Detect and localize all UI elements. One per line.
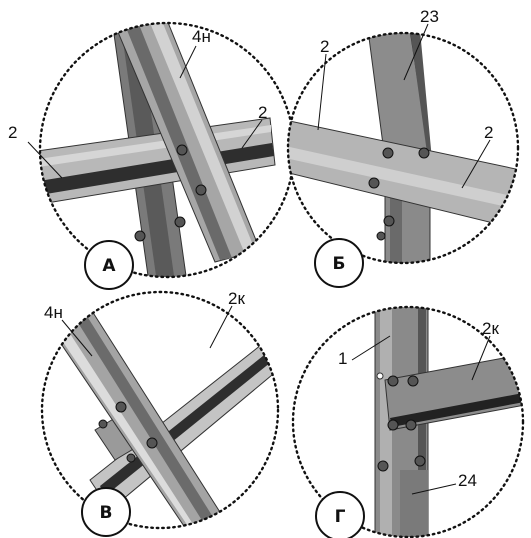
panel-a: 4н 2 2 А bbox=[8, 21, 296, 290]
panel-b-leader-2-right bbox=[461, 139, 491, 189]
panel-a-leader-4n bbox=[179, 45, 197, 79]
panel-g-leader-2k bbox=[471, 335, 491, 381]
panel-v-beams bbox=[44, 299, 278, 528]
panel-v-detail-circle bbox=[40, 290, 280, 530]
panel-a-label-4n: 4н bbox=[192, 27, 211, 46]
panel-g-beams bbox=[374, 307, 523, 537]
panel-v-label-2k: 2к bbox=[228, 289, 245, 308]
panel-v-badge bbox=[81, 487, 131, 537]
panel-a-leader-2-left bbox=[27, 141, 63, 179]
panel-b-label-23: 23 bbox=[420, 7, 439, 26]
panel-b-badge bbox=[314, 238, 364, 288]
panel-v: 4н 2к В bbox=[40, 289, 280, 537]
panel-g-label-1: 1 bbox=[338, 349, 347, 368]
panel-v-leader-4n bbox=[61, 319, 93, 357]
panel-b-label-2-right: 2 bbox=[484, 123, 493, 142]
panel-v-leader-2k bbox=[209, 305, 233, 349]
panel-g-badge-letter: Г bbox=[335, 507, 346, 527]
panel-g-label-2k: 2к bbox=[482, 319, 499, 338]
panel-a-leader-2-right bbox=[241, 119, 263, 149]
panel-v-badge-letter: В bbox=[100, 503, 113, 523]
panel-b-beams bbox=[288, 33, 518, 263]
panel-a-beams bbox=[40, 23, 276, 277]
panel-a-badge-letter: А bbox=[102, 256, 116, 276]
panel-b: 23 2 2 Б bbox=[286, 7, 520, 288]
panel-b-leader-23 bbox=[403, 23, 429, 81]
panel-v-label-4n: 4н bbox=[44, 303, 63, 322]
panel-b-detail-circle bbox=[286, 31, 520, 265]
panel-b-leader-2-left bbox=[317, 53, 327, 131]
panel-g-label-24: 24 bbox=[458, 471, 477, 490]
panel-a-label-2-left: 2 bbox=[8, 123, 17, 142]
panel-g: 2к 1 24 Г bbox=[291, 305, 525, 538]
panel-a-badge bbox=[84, 240, 134, 290]
panel-g-leader-24 bbox=[411, 483, 457, 495]
panel-g-detail-circle bbox=[291, 305, 525, 538]
panel-b-label-2-left: 2 bbox=[320, 37, 329, 56]
panel-g-badge bbox=[315, 491, 365, 538]
panel-g-leader-1 bbox=[351, 335, 391, 361]
panel-a-label-2-right: 2 bbox=[258, 103, 267, 122]
panel-b-badge-letter: Б bbox=[333, 254, 346, 274]
